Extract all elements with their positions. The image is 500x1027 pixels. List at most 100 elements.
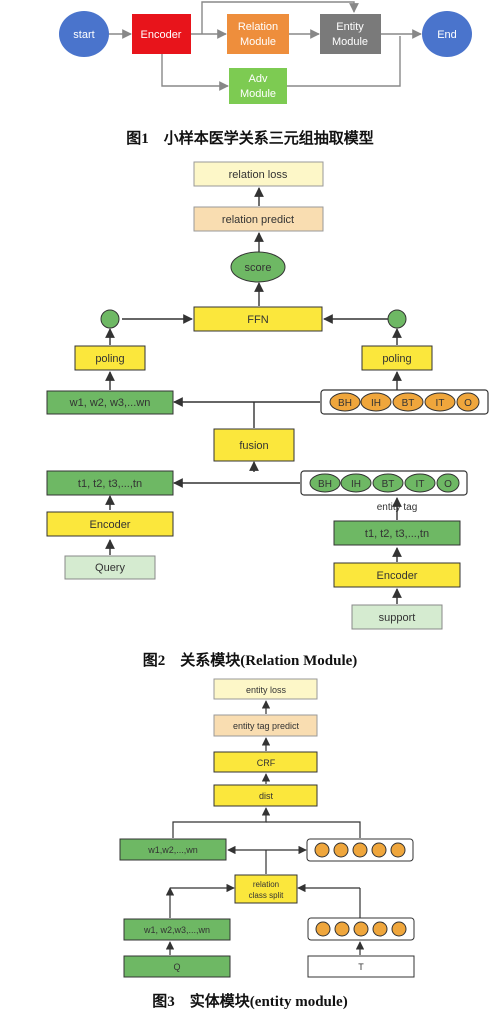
tag-bottom-o: [436, 473, 460, 493]
entity-tag-predict-label: entity tag predict: [233, 721, 300, 731]
entity-tag-predict-box: [213, 714, 318, 737]
query-input-box: [64, 555, 156, 580]
vector-dot: [391, 921, 407, 937]
vector-dot: [352, 842, 368, 858]
tag-bottom-ih: [340, 473, 372, 493]
pooling-right-label: poling: [382, 353, 411, 365]
fusion-label: fusion: [239, 440, 268, 452]
tokens-top-label: w1,w2,...,wn: [147, 845, 198, 855]
adv-module-node: [229, 68, 287, 104]
query-input-label: Query: [95, 562, 125, 574]
figure2-arrows: [105, 187, 402, 604]
tag-bottom-bt-label: BT: [382, 479, 395, 490]
entity-module-node: [320, 14, 381, 54]
entity-module-label-line2: Module: [332, 36, 368, 48]
tag-top-ih: [360, 392, 392, 412]
vector-dot: [371, 842, 387, 858]
crf-label: CRF: [257, 758, 276, 768]
ffn-label: FFN: [247, 314, 268, 326]
crf-box: [213, 751, 318, 773]
tags-top-group: BH IH BT IT O: [329, 392, 480, 412]
relation-class-split-box: [234, 874, 298, 904]
figure3-arrows: [165, 700, 365, 955]
tag-top-o: [456, 392, 480, 412]
t-input-label: T: [358, 962, 364, 972]
tag-bottom-bt: [372, 473, 404, 493]
tag-top-it-label: IT: [436, 398, 445, 409]
end-label: End: [437, 29, 457, 41]
relation-module-label-line2: Module: [240, 36, 276, 48]
q-input-box: [123, 955, 231, 978]
figure2-caption: 图2 关系模块(Relation Module): [143, 651, 358, 669]
entity-tag-label: entity tag: [377, 502, 418, 513]
encoder-label: Encoder: [141, 29, 182, 41]
figure1-caption: 图1 小样本医学关系三元组抽取模型: [126, 129, 374, 147]
tag-top-bh-label: BH: [338, 398, 352, 409]
relation-predict-box: [193, 206, 324, 232]
relation-predict-label: relation predict: [222, 214, 294, 226]
vector-dot: [334, 921, 350, 937]
figure1-model-overview: start Encoder Relation Module Entity Mod…: [59, 1, 472, 147]
tag-top-ih-label: IH: [371, 398, 381, 409]
tag-bottom-o-label: O: [444, 479, 452, 490]
figure1-arrows: [108, 1, 422, 91]
tokens-bottom-box: [123, 918, 231, 941]
entity-loss-label: entity loss: [246, 685, 287, 695]
query-tokens-box: [46, 390, 174, 415]
figure3-caption: 图3 实体模块(entity module): [152, 992, 347, 1010]
vector-dot: [315, 921, 331, 937]
support-input-label: support: [379, 612, 416, 624]
tag-bottom-it: [404, 473, 436, 493]
score-label: score: [245, 262, 272, 274]
score-node: [230, 251, 286, 283]
ffn-box: [193, 306, 323, 332]
support-encoder-label: Encoder: [377, 570, 418, 582]
support-embeddings-label: t1, t2, t3,...,tn: [365, 528, 429, 540]
fusion-box: [213, 428, 295, 462]
relation-module-node: [227, 14, 289, 54]
t-input-box: [307, 955, 415, 978]
entity-module-label-line1: Entity: [336, 21, 364, 33]
adv-module-label-line2: Module: [240, 88, 276, 100]
relation-loss-label: relation loss: [229, 169, 288, 181]
tag-bottom-bh-label: BH: [318, 479, 332, 490]
start-node: [59, 11, 109, 57]
query-tokens-label: w1, w2, w3,...wn: [69, 397, 151, 409]
tag-top-bt: [392, 392, 424, 412]
query-embeddings-label: t1, t2, t3,...,tn: [78, 478, 142, 490]
vector-dot: [314, 842, 330, 858]
relation-class-split-label-line1: relation: [253, 880, 279, 889]
pooling-right-box: [361, 345, 433, 371]
dist-box: [213, 784, 318, 807]
tokens-bottom-label: w1, w2,w3,...,wn: [143, 925, 210, 935]
vector-dot: [372, 921, 388, 937]
tag-top-bh: [329, 392, 361, 412]
query-encoder-label: Encoder: [90, 519, 131, 531]
support-embeddings-box: [333, 520, 461, 546]
pooling-left-label: poling: [95, 353, 124, 365]
query-embeddings-box: [46, 470, 174, 496]
support-input-box: [351, 604, 443, 630]
support-pooled-vector: [387, 309, 407, 329]
tag-top-it: [424, 392, 456, 412]
figure2-relation-module: relation loss relation predict score FFN…: [46, 161, 489, 669]
vector-dot: [333, 842, 349, 858]
start-label: start: [73, 29, 94, 41]
figure3-entity-module: entity loss entity tag predict CRF dist …: [119, 678, 415, 1010]
entity-loss-box: [213, 678, 318, 700]
figure3-vector-dots-bottom: [315, 921, 407, 937]
encoder-node: [132, 14, 191, 54]
relation-module-label-line1: Relation: [238, 21, 278, 33]
relation-class-split-label-line2: class split: [249, 891, 284, 900]
query-encoder-box: [46, 511, 174, 537]
tag-bottom-ih-label: IH: [351, 479, 361, 490]
tag-bottom-bh: [309, 473, 341, 493]
figure3-vector-dots-top: [314, 842, 406, 858]
tag-top-o-label: O: [464, 398, 472, 409]
tags-bottom-group: BH IH BT IT O: [309, 473, 460, 493]
end-node: [422, 11, 472, 57]
query-pooled-vector: [100, 309, 120, 329]
vector-dot: [353, 921, 369, 937]
tag-bottom-it-label: IT: [416, 479, 425, 490]
